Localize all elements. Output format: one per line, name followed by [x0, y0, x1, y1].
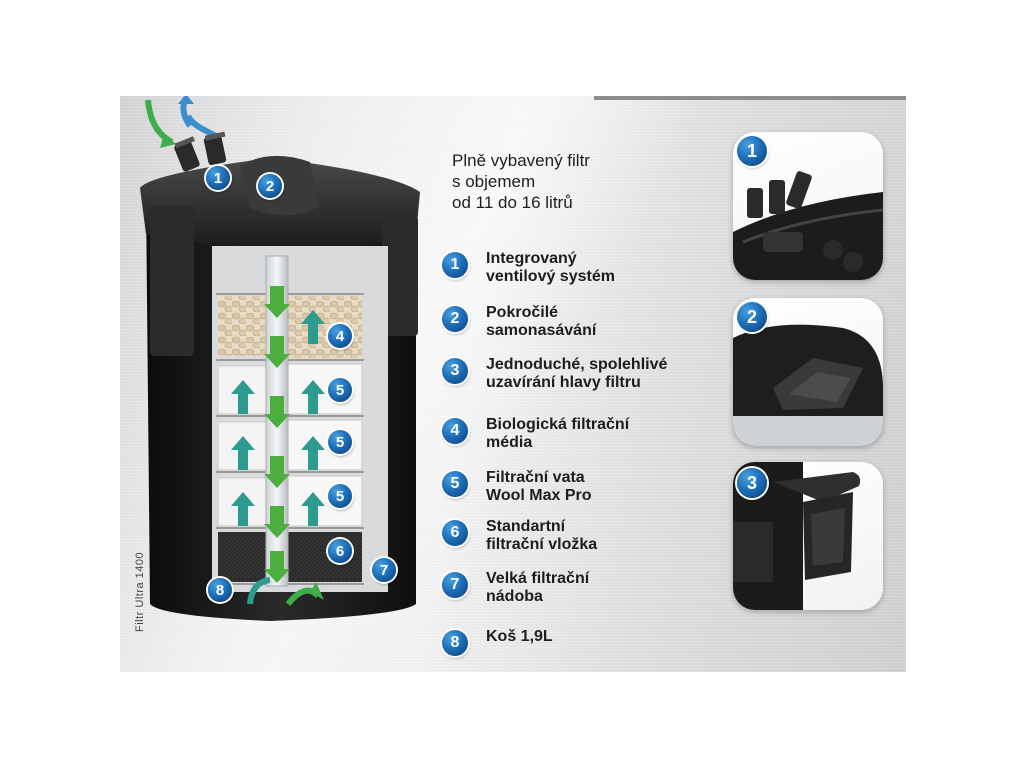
feature-number-badge: 3 [442, 358, 468, 384]
intro-line-1: Plně vybavený filtr [452, 151, 590, 170]
feature-subtitle: ventilový systém [486, 268, 615, 285]
filter-callout-6: 6 [328, 539, 352, 563]
feature-title: Pokročilé [486, 304, 559, 321]
filter-callout-5c: 5 [328, 484, 352, 508]
feature-title: Biologická filtrační [486, 416, 630, 433]
feature-item-4: 4 Biologická filtrační média [442, 416, 629, 452]
feature-number-badge: 4 [442, 418, 468, 444]
filter-callout-8: 8 [208, 578, 232, 602]
head-latch-detail-image [733, 462, 861, 610]
feature-title: Standartní [486, 518, 566, 535]
feature-subtitle: Wool Max Pro [486, 487, 592, 504]
feature-number-badge: 6 [442, 520, 468, 546]
feature-title: Jednoduché, spolehlivé [486, 356, 668, 373]
feature-title: Velká filtrační [486, 570, 590, 587]
feature-number-badge: 1 [442, 252, 468, 278]
feature-item-1: 1 Integrovaný ventilový systém [442, 250, 615, 286]
feature-number-badge: 5 [442, 471, 468, 497]
inset-badge-1: 1 [737, 136, 767, 166]
feature-number-badge: 8 [442, 630, 468, 656]
feature-item-8: 8 Koš 1,9L [442, 628, 553, 656]
valve-detail-image [733, 171, 883, 280]
intro-line-3: od 11 do 16 litrů [452, 193, 573, 212]
feature-item-2: 2 Pokročilé samonasávání [442, 304, 596, 340]
feature-item-7: 7 Velká filtrační nádoba [442, 570, 589, 606]
feature-subtitle: uzavírání hlavy filtru [486, 374, 641, 391]
filter-callout-1: 1 [206, 166, 230, 190]
feature-title: Integrovaný [486, 250, 577, 267]
feature-subtitle: samonasávání [486, 322, 597, 339]
feature-item-3: 3 Jednoduché, spolehlivé uzavírání hlavy… [442, 356, 667, 392]
feature-title: Filtrační vata [486, 469, 585, 486]
inset-photo-self-priming [733, 298, 883, 446]
intro-line-2: s objemem [452, 172, 536, 191]
feature-subtitle: média [486, 434, 533, 451]
product-model-label: Filtr Ultra 1400 [134, 551, 146, 632]
intro-text: Plně vybavený filtr s objemem od 11 do 1… [452, 150, 672, 213]
inset-photo-valve-system [733, 132, 883, 280]
self-priming-detail-image [733, 324, 883, 446]
filter-callout-7: 7 [372, 558, 396, 582]
inset-badge-3: 3 [737, 468, 767, 498]
filter-callout-4: 4 [328, 324, 352, 348]
feature-subtitle: filtrační vložka [486, 536, 598, 553]
product-infographic-panel: Filtr Ultra 1400 1 2 4 5 5 5 6 7 8 Plně … [120, 96, 906, 672]
feature-subtitle: nádoba [486, 588, 543, 605]
inset-badge-2: 2 [737, 302, 767, 332]
filter-cutaway-illustration [140, 96, 420, 621]
feature-item-6: 6 Standartní filtrační vložka [442, 518, 597, 554]
feature-title: Koš 1,9L [486, 628, 553, 645]
filter-callout-5b: 5 [328, 430, 352, 454]
feature-item-5: 5 Filtrační vata Wool Max Pro [442, 469, 592, 505]
filter-callout-2: 2 [258, 174, 282, 198]
filter-callout-5a: 5 [328, 378, 352, 402]
feature-number-badge: 7 [442, 572, 468, 598]
top-accent-bar [594, 96, 906, 100]
feature-number-badge: 2 [442, 306, 468, 332]
